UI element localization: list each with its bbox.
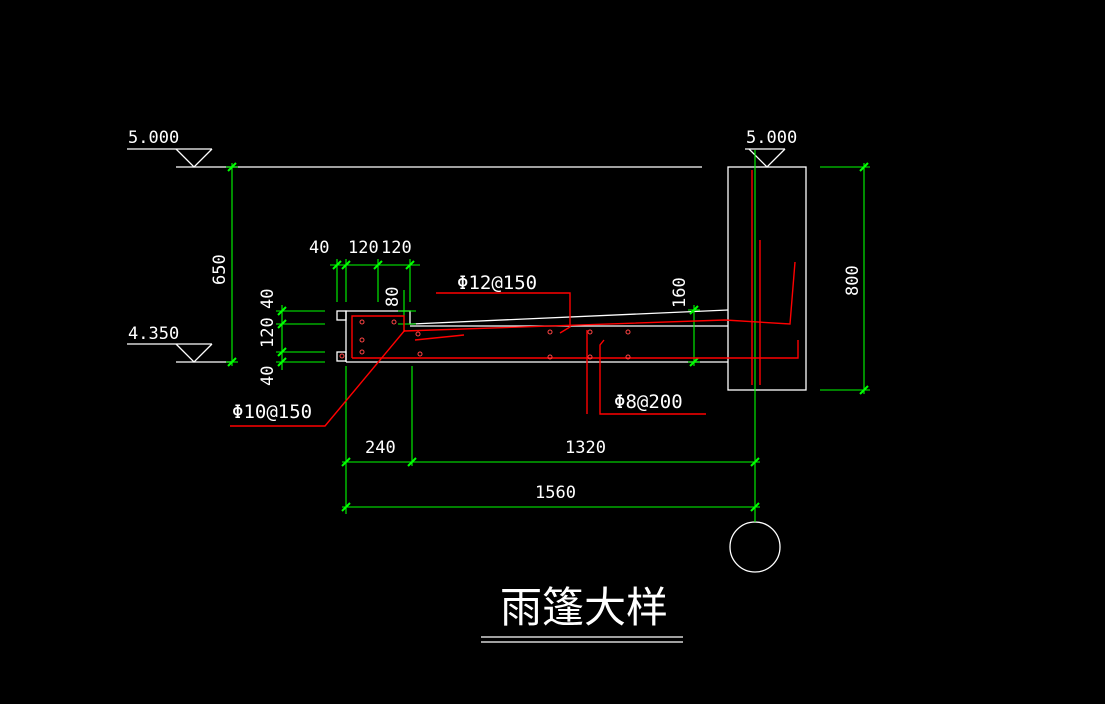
level-marker-top-right (748, 148, 786, 168)
edge-block-bottom (336, 351, 347, 362)
edge-stirrup (351, 315, 405, 358)
drawing-title: 雨篷大样 (500, 583, 668, 632)
level-marker-top-left (175, 148, 213, 168)
dim-80: 80 (383, 287, 403, 307)
edge-upturn-profile (345, 310, 412, 362)
edge-block-top (336, 310, 347, 321)
top-bar (403, 261, 796, 332)
dim-1320: 1320 (565, 438, 606, 458)
dim-120-top-b: 120 (381, 238, 412, 258)
dimension-lines (226, 150, 870, 522)
level-top-right: 5.000 (746, 128, 797, 148)
dim-650: 650 (210, 254, 230, 285)
dimension-ticks (227, 162, 869, 512)
dim-1560: 1560 (535, 483, 576, 503)
rebar-label-top: Φ12@150 (457, 272, 537, 294)
dim-160: 160 (670, 277, 690, 308)
dim-800: 800 (843, 265, 863, 296)
level-top-left: 5.000 (128, 128, 179, 148)
dim-40-left-bottom: 40 (258, 366, 278, 386)
leader-bottom (599, 339, 706, 415)
dim-40-top: 40 (309, 238, 329, 258)
dim-40-left-top: 40 (258, 289, 278, 309)
rebar-label-stirrup: Φ10@150 (232, 401, 312, 423)
axis-bubble (729, 521, 781, 573)
leader-top (436, 292, 571, 334)
bottom-bar (352, 340, 799, 359)
level-marker-slab (175, 343, 213, 363)
leader-stirrup (230, 329, 406, 427)
concrete-outline (127, 148, 807, 643)
level-slab: 4.350 (128, 324, 179, 344)
dim-120-left: 120 (258, 317, 278, 348)
dim-120-top-a: 120 (348, 238, 379, 258)
dim-240: 240 (365, 438, 396, 458)
rebar-label-bottom: Φ8@200 (614, 391, 683, 413)
rebar-dots (339, 319, 631, 360)
rebar (230, 170, 799, 427)
